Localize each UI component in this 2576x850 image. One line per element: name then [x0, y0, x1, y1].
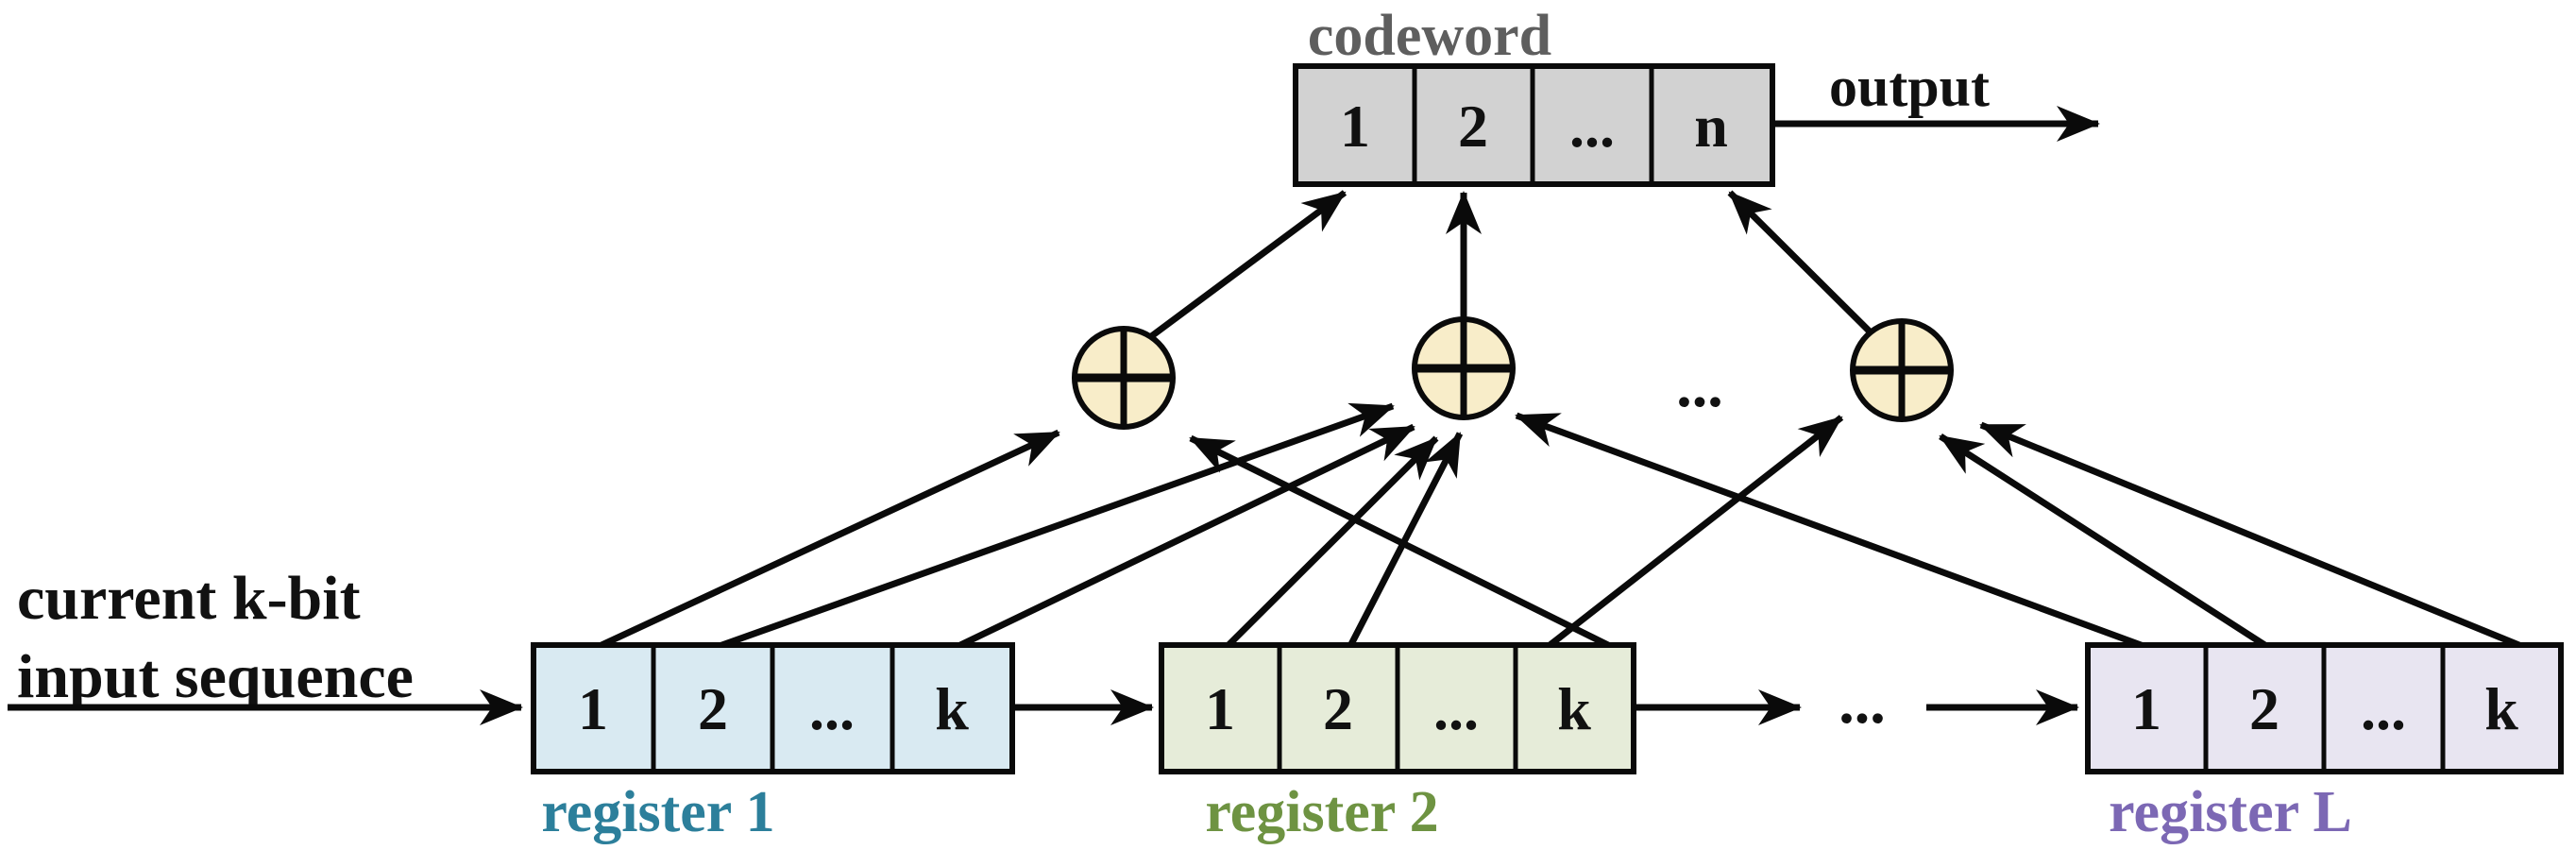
register2-label: register 2 [1205, 780, 1438, 844]
register-chain-ellipsis: ... [1839, 668, 1886, 737]
tap-arrow-r1ck-xor2 [957, 423, 1415, 650]
codeword-cell-n: n [1694, 93, 1728, 160]
codeword-label: codeword [1308, 4, 1551, 68]
tap-arrow-r2ck-xor3 [1546, 415, 1844, 649]
tap-arrow-r1c1-xor1 [598, 429, 1060, 650]
registerL-cell-1: 1 [2131, 675, 2161, 742]
codeword-box: codeword 1 2 ... n [1293, 4, 1775, 187]
register-2: 1 2 ... k register 2 [1159, 642, 1636, 844]
tap-arrow-r2c2-xor2 [1347, 432, 1464, 648]
tap-arrow-r2ck-xor1 [1189, 434, 1612, 650]
tap-arrow-r3c2-xor3 [1939, 434, 2268, 649]
registerL-cell-ellipsis: ... [2361, 675, 2406, 742]
xor-gate-3 [1850, 318, 1954, 422]
codeword-cell-ellipsis: ... [1569, 93, 1615, 160]
register-L: 1 2 ... k register L [2085, 642, 2564, 844]
register2-cell-2: 2 [1323, 675, 1353, 742]
register1-label: register 1 [541, 780, 774, 844]
xor1-output-arrow [1147, 190, 1347, 340]
input-label-line2: input sequence [17, 642, 414, 711]
xor-gate-1 [1072, 326, 1176, 430]
tap-arrow-r3c1-xor2 [1515, 412, 2145, 650]
registerL-cell-2: 2 [2249, 675, 2279, 742]
register1-cell-ellipsis: ... [809, 675, 855, 742]
register1-cell-k: k [935, 675, 969, 742]
xor3-output-arrow [1727, 190, 1878, 340]
registerL-label: register L [2109, 780, 2352, 844]
xor-ellipsis: ... [1676, 351, 1723, 420]
input-label-line1: current k-bit [17, 564, 361, 633]
output-label: output [1829, 56, 1990, 118]
register2-cell-k: k [1557, 675, 1591, 742]
register-1: 1 2 ... k register 1 [531, 642, 1015, 844]
codeword-cell-1: 1 [1340, 93, 1370, 160]
register2-cell-1: 1 [1205, 675, 1235, 742]
registerL-cell-k: k [2484, 675, 2518, 742]
tap-arrow-r2c1-xor2 [1225, 435, 1439, 649]
xor-gate-2 [1412, 316, 1516, 420]
register1-cell-1: 1 [578, 675, 608, 742]
codeword-cell-2: 2 [1458, 93, 1488, 160]
tap-arrow-r1c2-xor2 [718, 402, 1395, 650]
register1-cell-2: 2 [698, 675, 728, 742]
tap-arrow-r3ck-xor3 [1979, 421, 2523, 650]
register2-cell-ellipsis: ... [1433, 675, 1479, 742]
